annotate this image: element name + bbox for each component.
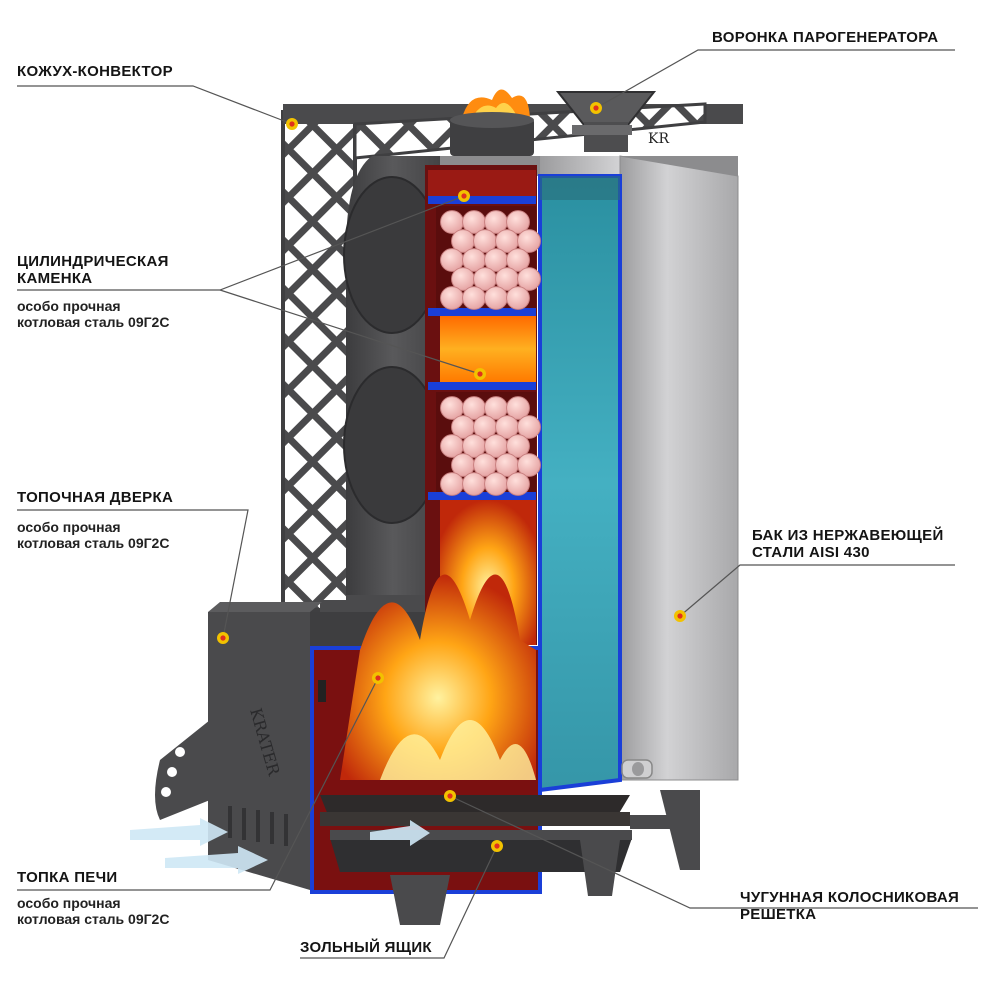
label-funnel-title: ВОРОНКА ПАРОГЕНЕРАТОРА xyxy=(712,29,939,46)
stone xyxy=(506,210,530,234)
label-grate: ЧУГУННАЯ КОЛОСНИКОВАЯ РЕШЕТКА xyxy=(740,889,960,924)
label-firebox: ТОПКА ПЕЧИ особо прочная котловая сталь … xyxy=(17,869,170,927)
stone xyxy=(506,248,530,272)
label-firebox-title: ТОПКА ПЕЧИ xyxy=(17,869,118,886)
label-firebox-sub-2: котловая сталь 09Г2С xyxy=(17,910,170,927)
stone-pile xyxy=(440,210,541,310)
label-tank-title-1: БАК ИЗ НЕРЖАВЕЮЩЕЙ xyxy=(752,527,944,544)
stone xyxy=(484,472,508,496)
stone xyxy=(440,472,464,496)
label-door: ТОПОЧНАЯ ДВЕРКА особо прочная котловая с… xyxy=(17,489,174,551)
stone xyxy=(462,286,486,310)
firebox-block: KRATER xyxy=(208,574,632,894)
leader-lines xyxy=(17,49,978,959)
label-ashbox-title: ЗОЛЬНЫЙ ЯЩИК xyxy=(300,939,432,956)
marker-ashbox xyxy=(491,840,503,852)
stone xyxy=(517,267,541,291)
stone xyxy=(484,286,508,310)
side-plate xyxy=(155,720,210,820)
stone xyxy=(517,229,541,253)
marker-tank xyxy=(674,610,686,622)
stone xyxy=(517,453,541,477)
stone xyxy=(440,286,464,310)
callout-markers xyxy=(217,102,686,852)
marker-grate xyxy=(444,790,456,802)
water-tank xyxy=(538,155,739,793)
label-door-title: ТОПОЧНАЯ ДВЕРКА xyxy=(17,489,174,506)
stone xyxy=(517,415,541,439)
label-ashbox: ЗОЛЬНЫЙ ЯЩИК xyxy=(300,939,432,957)
label-heater-title-1: ЦИЛИНДРИЧЕСКАЯ xyxy=(17,253,169,270)
airflow-arrows xyxy=(130,818,430,874)
label-heater: ЦИЛИНДРИЧЕСКАЯ КАМЕНКА особо прочная кот… xyxy=(17,253,170,330)
label-heater-sub-1: особо прочная xyxy=(17,297,121,314)
label-convector: КОЖУХ-КОНВЕКТОР xyxy=(17,63,173,81)
label-funnel: ВОРОНКА ПАРОГЕНЕРАТОРА xyxy=(712,29,939,47)
label-grate-title-2: РЕШЕТКА xyxy=(740,905,817,923)
marker-funnel xyxy=(590,102,602,114)
marker-door xyxy=(217,632,229,644)
marker-firebox xyxy=(372,672,384,684)
label-convector-title: КОЖУХ-КОНВЕКТОР xyxy=(17,63,173,80)
stone xyxy=(506,396,530,420)
label-heater-sub-2: котловая сталь 09Г2С xyxy=(17,313,170,330)
stone xyxy=(506,434,530,458)
label-door-sub-1: особо прочная xyxy=(17,518,121,535)
steam-funnel: KR xyxy=(555,91,669,152)
chimney-pipe xyxy=(450,89,534,156)
stone xyxy=(506,472,530,496)
marker-convector xyxy=(286,118,298,130)
label-tank: БАК ИЗ НЕРЖАВЕЮЩЕЙ СТАЛИ AISI 430 xyxy=(752,527,944,562)
label-door-sub-2: котловая сталь 09Г2С xyxy=(17,534,170,551)
label-firebox-sub-1: особо прочная xyxy=(17,894,121,911)
stove-legs xyxy=(390,790,700,925)
funnel-emboss-text: KR xyxy=(648,131,669,147)
stone-pile xyxy=(440,396,541,496)
stone xyxy=(506,286,530,310)
label-grate-title-1: ЧУГУННАЯ КОЛОСНИКОВАЯ xyxy=(740,889,960,906)
marker-heater-top xyxy=(458,190,470,202)
label-tank-title-2: СТАЛИ AISI 430 xyxy=(752,543,870,561)
stone xyxy=(462,472,486,496)
label-heater-title-2: КАМЕНКА xyxy=(17,269,93,287)
marker-heater-mid xyxy=(474,368,486,380)
